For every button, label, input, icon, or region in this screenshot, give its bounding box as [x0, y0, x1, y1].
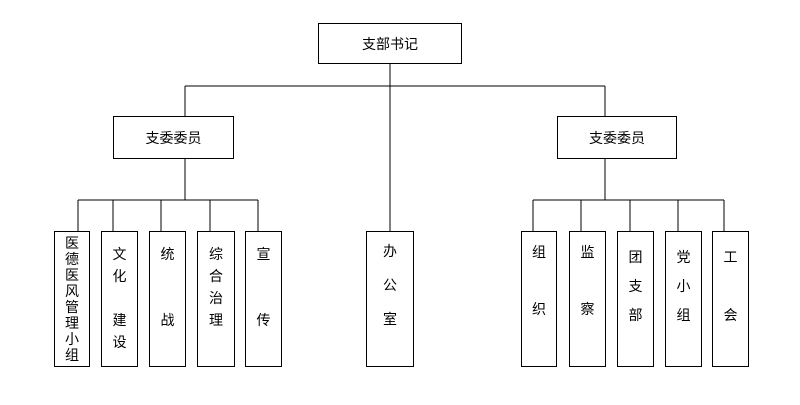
left-unit-3-box: 统 战 — [149, 231, 186, 367]
left-unit-4-label: 综 合 治 理 — [209, 247, 223, 329]
right-unit-2-box: 监 察 — [569, 231, 606, 367]
right-unit-4-label: 党 小 组 — [676, 250, 691, 324]
right-member-label: 支委委员 — [589, 130, 645, 147]
right-member-box: 支委委员 — [557, 116, 677, 159]
right-unit-1-label: 组 织 — [532, 245, 546, 318]
center-unit-label: 办 公 室 — [383, 244, 397, 328]
left-unit-4-box: 综 合 治 理 — [197, 231, 235, 367]
right-unit-3-label: 团 支 部 — [628, 250, 643, 324]
left-member-label: 支委委员 — [145, 130, 202, 147]
left-unit-5-label: 宣 传 — [256, 247, 271, 329]
left-unit-1-box: 医 德 医 风 管 理 小 组 — [54, 231, 90, 367]
left-unit-2-label: 文 化 建 设 — [112, 247, 127, 351]
root-node-box: 支部书记 — [318, 23, 462, 64]
right-unit-5-label: 工 会 — [723, 250, 738, 324]
left-member-box: 支委委员 — [113, 116, 234, 159]
root-node-label: 支部书记 — [362, 36, 418, 53]
left-unit-3-label: 统 战 — [160, 247, 175, 329]
right-unit-2-label: 监 察 — [580, 245, 595, 318]
right-unit-4-box: 党 小 组 — [665, 231, 702, 367]
left-unit-1-label: 医 德 医 风 管 理 小 组 — [65, 236, 79, 364]
right-unit-3-box: 团 支 部 — [617, 231, 654, 367]
left-unit-2-box: 文 化 建 设 — [101, 231, 138, 367]
left-unit-5-box: 宣 传 — [245, 231, 282, 367]
center-unit-box: 办 公 室 — [366, 231, 414, 367]
right-unit-5-box: 工 会 — [712, 231, 749, 367]
right-unit-1-box: 组 织 — [521, 231, 557, 367]
